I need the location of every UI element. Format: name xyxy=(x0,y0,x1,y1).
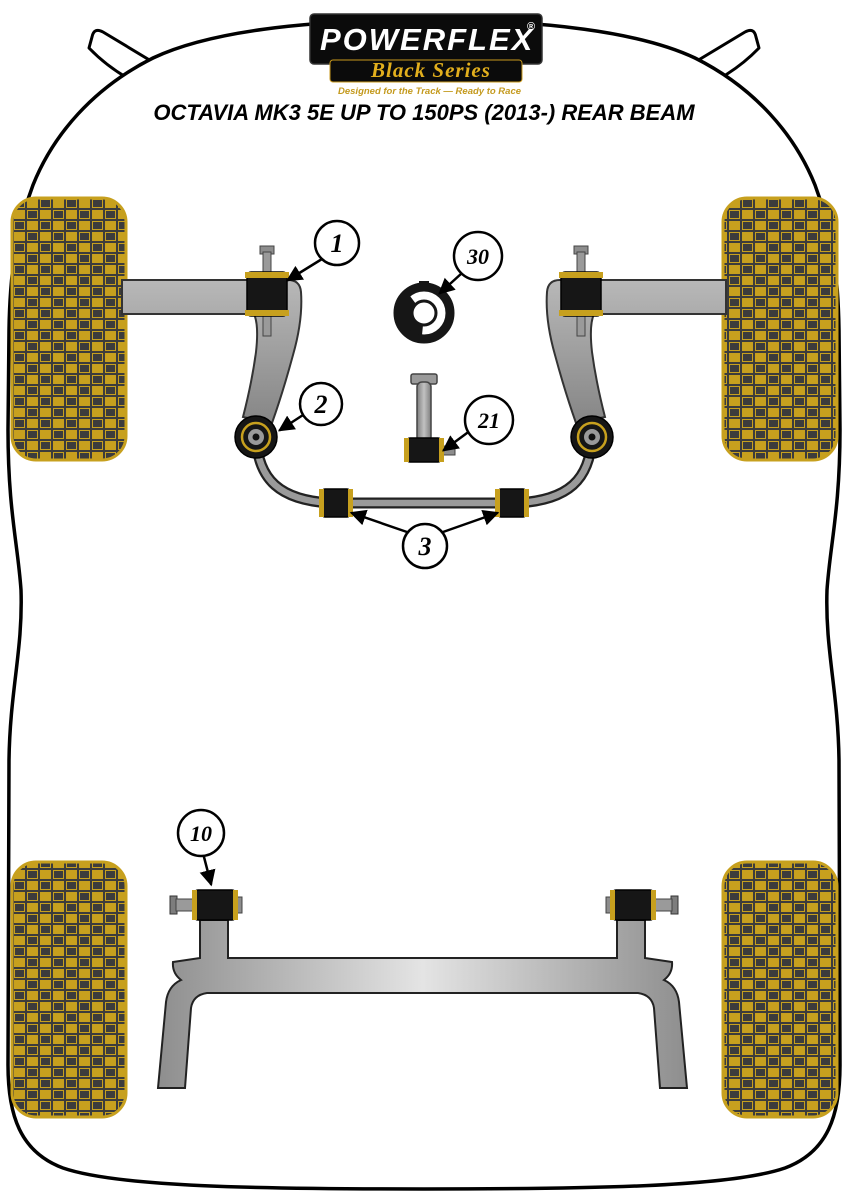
tire-front-left xyxy=(10,196,128,462)
callout-2-number: 2 xyxy=(314,390,328,419)
tire-rear-left xyxy=(10,860,128,1119)
callout-2-bubble xyxy=(298,381,344,427)
brand-name: POWERFLEX xyxy=(320,22,535,57)
callout-30-arrow xyxy=(438,271,464,295)
callout-10-bubble xyxy=(176,808,226,858)
callout-3-arrow-left xyxy=(349,509,409,534)
callout-10-number: 10 xyxy=(190,821,212,846)
rear-beam-mount-bush-right xyxy=(605,889,679,921)
logo-tagline: Designed for the Track — Ready to Race xyxy=(338,86,522,97)
registered-mark: ® xyxy=(527,21,535,33)
callout-1-arrow xyxy=(285,257,324,282)
anti-roll-bar xyxy=(250,431,598,509)
callout-1-number: 1 xyxy=(331,229,344,258)
callout-2-arrow xyxy=(277,413,305,432)
tire-rear-right xyxy=(721,860,839,1119)
front-arm-rear-bush-left xyxy=(234,415,278,459)
callout-1-bubble xyxy=(313,219,361,267)
front-arm-front-bush-right xyxy=(559,245,603,337)
callout-2: 2 xyxy=(277,381,344,432)
callout-10: 10 xyxy=(176,808,226,887)
anti-roll-bar-bush-left xyxy=(319,488,353,518)
series-name: Black Series xyxy=(370,58,491,82)
callout-21-arrow xyxy=(442,431,469,452)
rear-beam xyxy=(156,919,689,1089)
callout-10-arrow xyxy=(199,855,216,887)
callout-3-arrow-right xyxy=(441,509,500,534)
callout-3-bubble xyxy=(401,522,449,570)
powerflex-logo: POWERFLEX ® Black Series Designed for th… xyxy=(309,13,543,97)
callout-21-number: 21 xyxy=(477,408,500,433)
callout-21-bubble xyxy=(463,394,515,446)
callout-30-bubble xyxy=(452,230,504,282)
callout-3-number: 3 xyxy=(418,532,432,561)
front-arm-rear-bush-right xyxy=(570,415,614,459)
callout-21: 21 xyxy=(442,394,515,452)
callout-30-number: 30 xyxy=(466,244,489,269)
callout-1: 1 xyxy=(285,219,361,282)
tire-front-right xyxy=(721,196,839,462)
anti-roll-bar-bush-right xyxy=(495,488,529,518)
series-band xyxy=(329,59,523,83)
tires xyxy=(10,196,839,1119)
front-arm-front-bush-left xyxy=(245,245,289,337)
callout-3: 3 xyxy=(349,509,500,570)
callouts: 1 30 2 21 3 10 xyxy=(176,219,515,887)
rear-beam-mount-bush-left xyxy=(169,889,243,921)
page-title: OCTAVIA MK3 5E UP TO 150PS (2013-) REAR … xyxy=(153,100,695,125)
car-body-outline xyxy=(6,18,842,1191)
callout-30: 30 xyxy=(438,230,504,295)
centre-mount-bush xyxy=(393,281,455,344)
